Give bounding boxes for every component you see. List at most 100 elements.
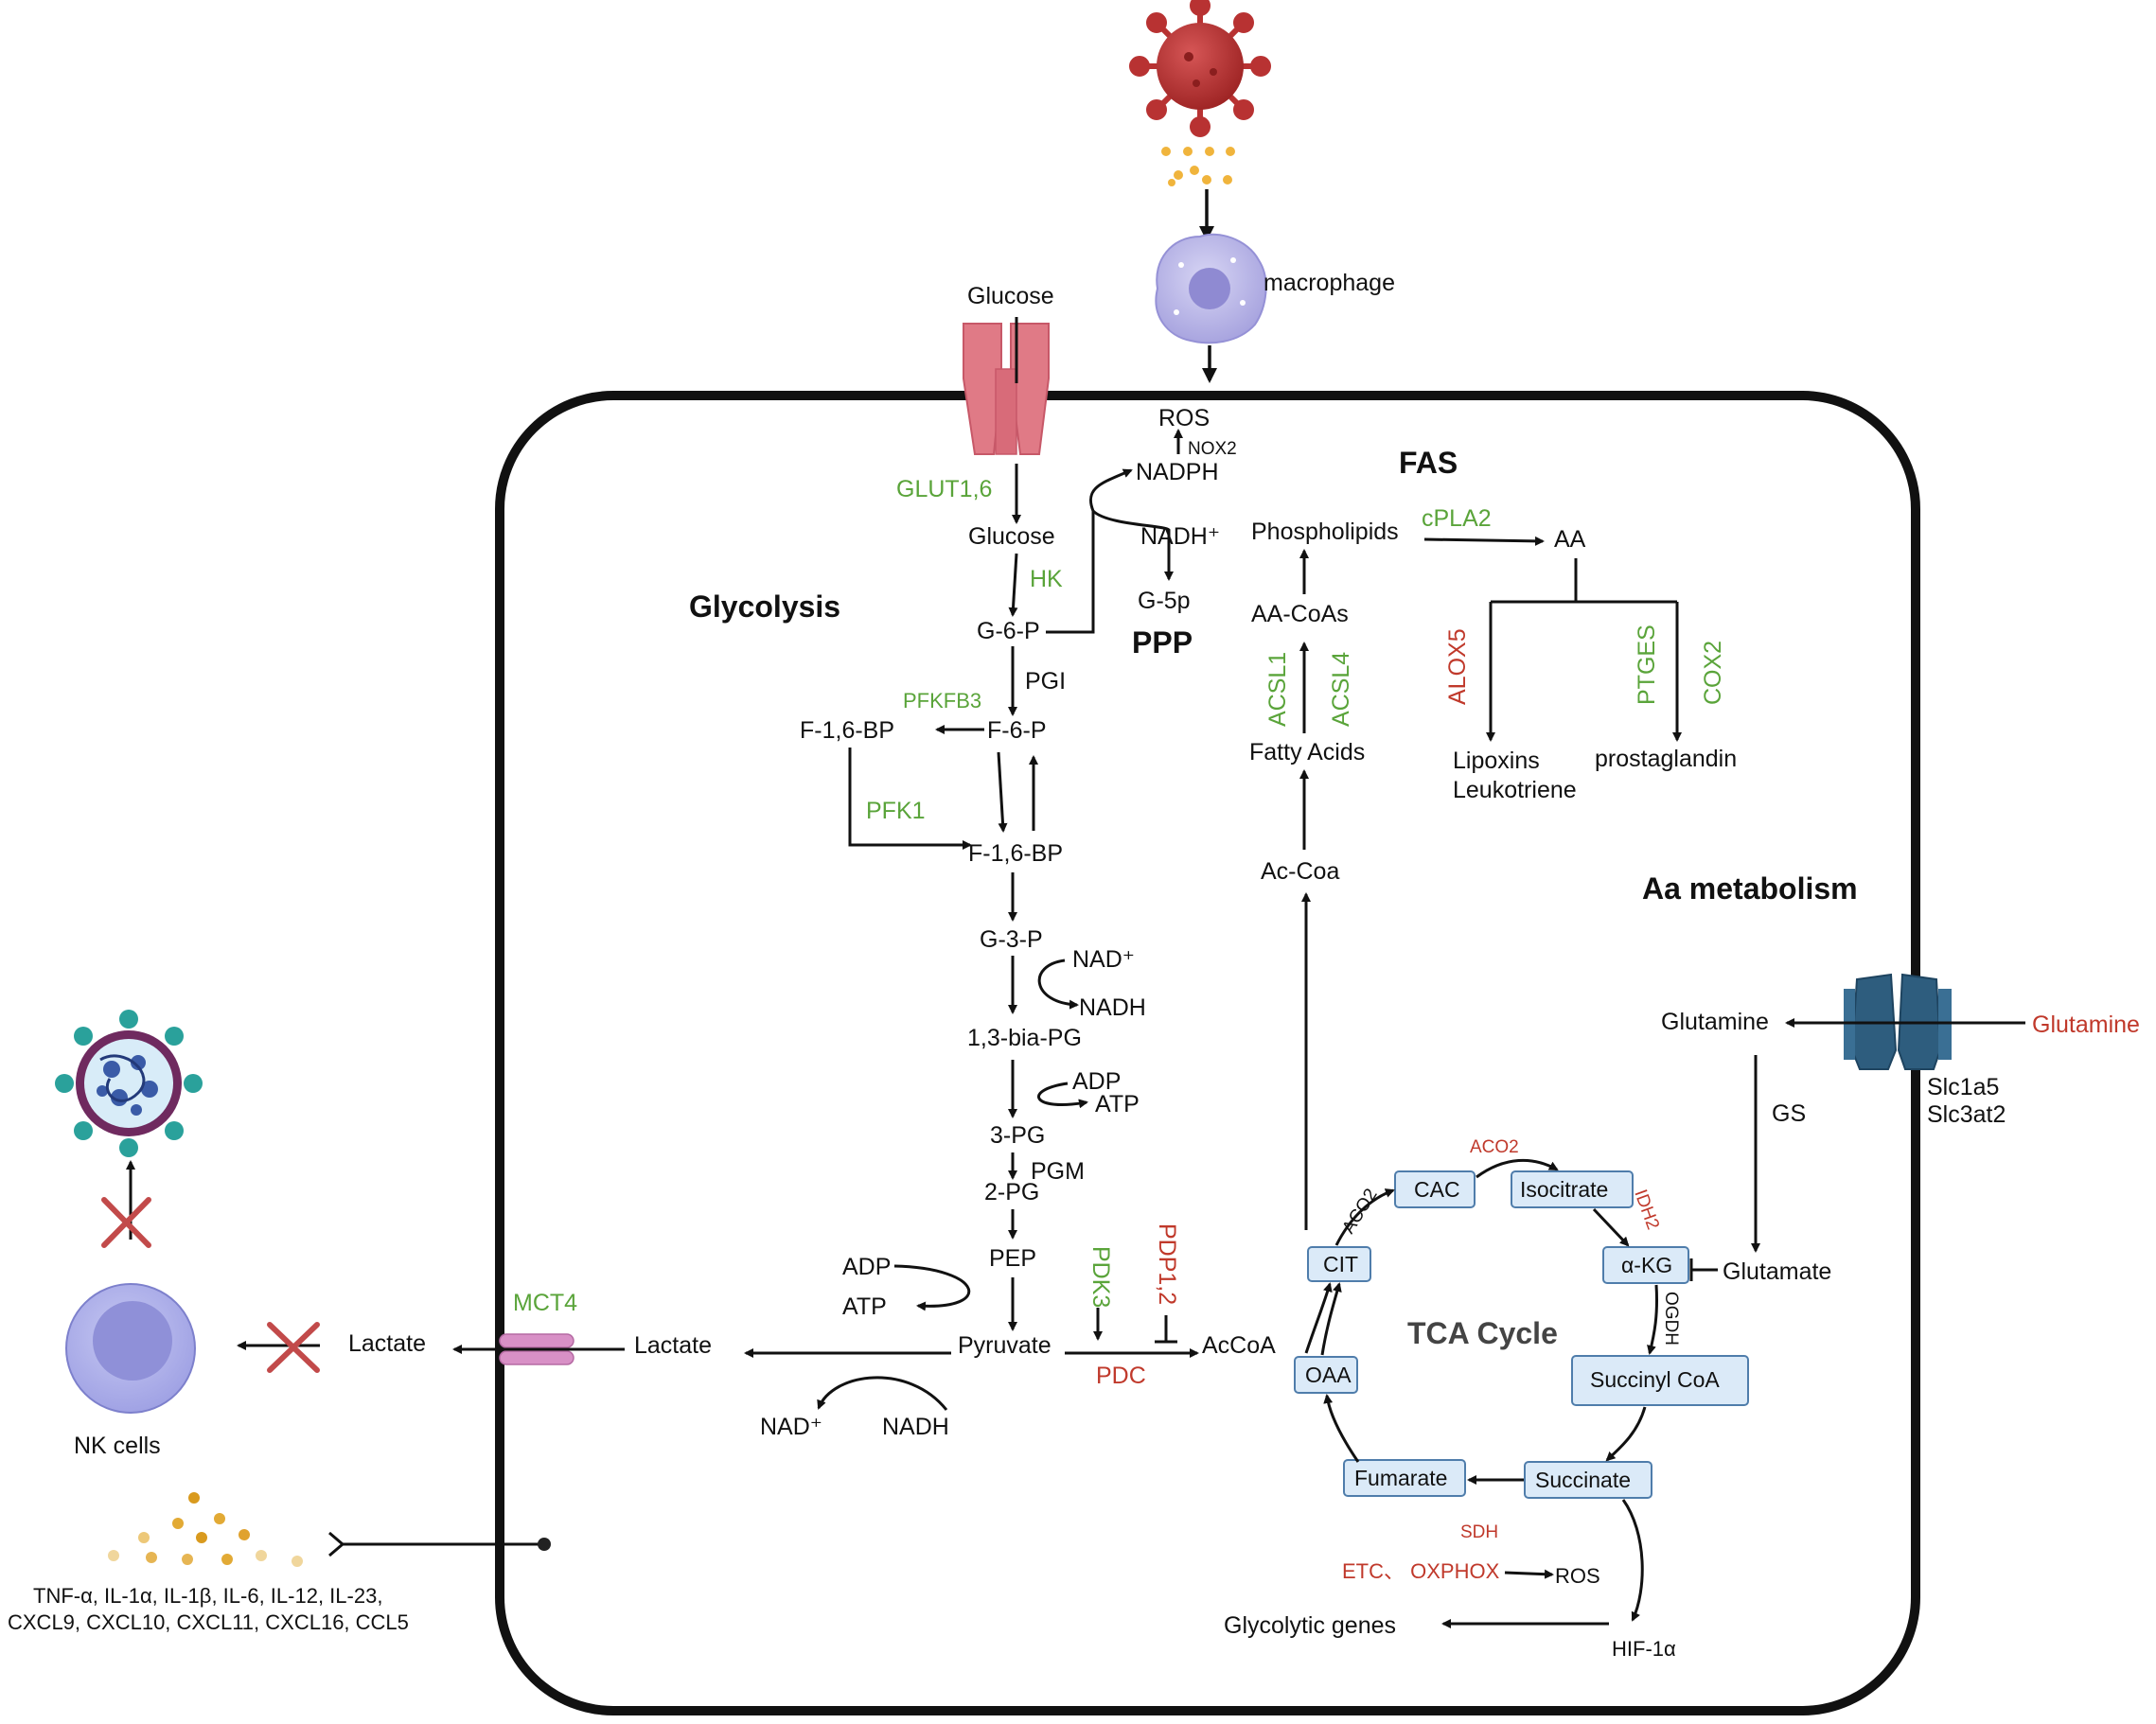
- akg-box: [1602, 1246, 1689, 1284]
- hk-enzyme-label: HK: [1030, 566, 1063, 592]
- cac-box: [1394, 1170, 1476, 1208]
- aa-coas-label: AA-CoAs: [1251, 601, 1349, 627]
- cpla2-enzyme-label: cPLA2: [1422, 505, 1492, 532]
- f6p-label: F-6-P: [987, 717, 1047, 744]
- adp-label: ADP: [1072, 1068, 1121, 1095]
- idh2-label: IDH2: [1630, 1187, 1663, 1233]
- g6p-label: G-6-P: [977, 618, 1040, 644]
- acsl4-enzyme-label: ACSL4: [1328, 652, 1354, 727]
- pfkfb3-enzyme-label: PFKFB3: [903, 689, 981, 712]
- pdc-enzyme-label: PDC: [1096, 1363, 1146, 1389]
- succinate-box: [1524, 1461, 1652, 1499]
- glycolytic-genes-label: Glycolytic genes: [1224, 1612, 1396, 1639]
- etc-oxphos-label: ETC、 OXPHOX: [1342, 1559, 1500, 1583]
- prostaglandin-label: prostaglandin: [1595, 746, 1737, 772]
- g5p-label: G-5p: [1138, 588, 1191, 614]
- sars-virus-icon: [55, 1010, 203, 1157]
- gs-enzyme-label: GS: [1772, 1100, 1806, 1127]
- glutamine-inside-label: Glutamine: [1661, 1009, 1769, 1035]
- cit-label: CIT: [1323, 1252, 1358, 1276]
- cit-box: [1307, 1246, 1371, 1282]
- glutamate-label: Glutamate: [1723, 1258, 1831, 1285]
- f16bp-left-label: F-1,6-BP: [800, 717, 894, 744]
- macrophage-icon: [1155, 233, 1267, 344]
- cox2-enzyme-label: COX2: [1700, 641, 1726, 705]
- glut-enzyme-label: GLUT1,6: [896, 476, 992, 502]
- oaa-box: [1294, 1356, 1358, 1394]
- f16bp-label: F-1,6-BP: [968, 840, 1063, 867]
- pg3-label: 3-PG: [990, 1122, 1045, 1149]
- viral-particles-icon: [1161, 147, 1235, 186]
- mct4-transporter-icon: [499, 1333, 574, 1365]
- aco2-a-label: ACO2: [1338, 1186, 1381, 1238]
- aco2-b-label: ACO2: [1470, 1137, 1519, 1157]
- glutamine-outside-label: Glutamine: [2032, 1012, 2140, 1038]
- leukotriene-label: Leukotriene: [1453, 777, 1577, 803]
- cytokines-line2-label: CXCL9, CXCL10, CXCL11, CXCL16, CCL5: [8, 1610, 409, 1634]
- fatty-acids-label: Fatty Acids: [1249, 739, 1365, 765]
- nadh-label: NADH: [1079, 994, 1146, 1021]
- succinyl-coa-box: [1571, 1355, 1749, 1406]
- glycolysis-heading: Glycolysis: [689, 589, 840, 624]
- isocitrate-box: [1511, 1170, 1634, 1208]
- ac-coa-label: Ac-Coa: [1261, 858, 1339, 885]
- tca-ros-label: ROS: [1555, 1564, 1600, 1588]
- g3p-label: G-3-P: [980, 926, 1043, 953]
- pep-label: PEP: [989, 1245, 1036, 1272]
- accoa-label: AcCoA: [1202, 1332, 1276, 1359]
- macrophage-label: macrophage: [1264, 270, 1395, 296]
- pg2-label: 2-PG: [984, 1179, 1039, 1205]
- red-cross-icon: [267, 1322, 320, 1373]
- pgm-enzyme-label: PGM: [1031, 1158, 1085, 1185]
- pgi-enzyme-label: PGI: [1025, 668, 1066, 695]
- nk-cell-icon: [65, 1283, 196, 1414]
- adp2-label: ADP: [842, 1254, 891, 1280]
- aa-label: AA: [1554, 526, 1586, 553]
- pdk3-enzyme-label: PDK3: [1087, 1246, 1114, 1308]
- ppp-heading: PPP: [1132, 625, 1193, 660]
- alox5-enzyme-label: ALOX5: [1444, 628, 1471, 705]
- ppp-ros-label: ROS: [1158, 405, 1210, 431]
- succinate-label: Succinate: [1535, 1468, 1631, 1492]
- nad-plus2-label: NAD⁺: [760, 1414, 822, 1440]
- isocitrate-label: Isocitrate: [1520, 1177, 1608, 1202]
- atp2-label: ATP: [842, 1293, 887, 1320]
- lactate-outside-label: Lactate: [348, 1330, 426, 1357]
- transporter-slc3at2-label: Slc3at2: [1927, 1101, 2006, 1128]
- nox2-label: NOX2: [1188, 439, 1237, 459]
- fumarate-box: [1343, 1459, 1466, 1497]
- nk-cells-label: NK cells: [74, 1433, 161, 1459]
- red-cross-icon: [101, 1197, 151, 1248]
- nadh-plus-label: NADH⁺: [1140, 523, 1220, 550]
- fas-heading: FAS: [1399, 446, 1458, 480]
- glucose-transporter-icon: [963, 323, 1050, 455]
- pfk1-enzyme-label: PFK1: [866, 798, 926, 824]
- ogdh-label: OGDH: [1661, 1292, 1681, 1346]
- cytokine-dots-icon: [108, 1492, 303, 1567]
- glucose-label: Glucose: [968, 523, 1055, 550]
- succinyl-coa-label: Succinyl CoA: [1590, 1367, 1720, 1392]
- ptges-enzyme-label: PTGES: [1634, 625, 1660, 705]
- cytokines-line1-label: TNF-α, IL-1α, IL-1β, IL-6, IL-12, IL-23,: [33, 1584, 382, 1608]
- virus-icon: [1129, 0, 1271, 137]
- nad-plus-label: NAD⁺: [1072, 946, 1135, 973]
- mct4-enzyme-label: MCT4: [513, 1290, 577, 1316]
- aa-metabolism-heading: Aa metabolism: [1642, 871, 1858, 906]
- glucose-outside-label: Glucose: [967, 283, 1054, 309]
- akg-label: α-KG: [1621, 1253, 1672, 1277]
- lipoxins-label: Lipoxins: [1453, 748, 1540, 774]
- nadh2-label: NADH: [882, 1414, 949, 1440]
- lactate-label: Lactate: [634, 1332, 712, 1359]
- sdh-label: SDH: [1460, 1522, 1498, 1542]
- transporter-slc1a5-label: Slc1a5: [1927, 1074, 1999, 1100]
- hif-label: HIF-1α: [1612, 1637, 1676, 1661]
- acsl1-enzyme-label: ACSL1: [1264, 652, 1291, 727]
- bpg-label: 1,3-bia-PG: [967, 1025, 1082, 1051]
- pyruvate-label: Pyruvate: [958, 1332, 1051, 1359]
- fumarate-label: Fumarate: [1354, 1466, 1447, 1490]
- phospholipids-label: Phospholipids: [1251, 519, 1399, 545]
- oaa-label: OAA: [1305, 1363, 1352, 1387]
- cac-label: CAC: [1414, 1177, 1460, 1202]
- tca-cycle-heading: TCA Cycle: [1407, 1316, 1558, 1350]
